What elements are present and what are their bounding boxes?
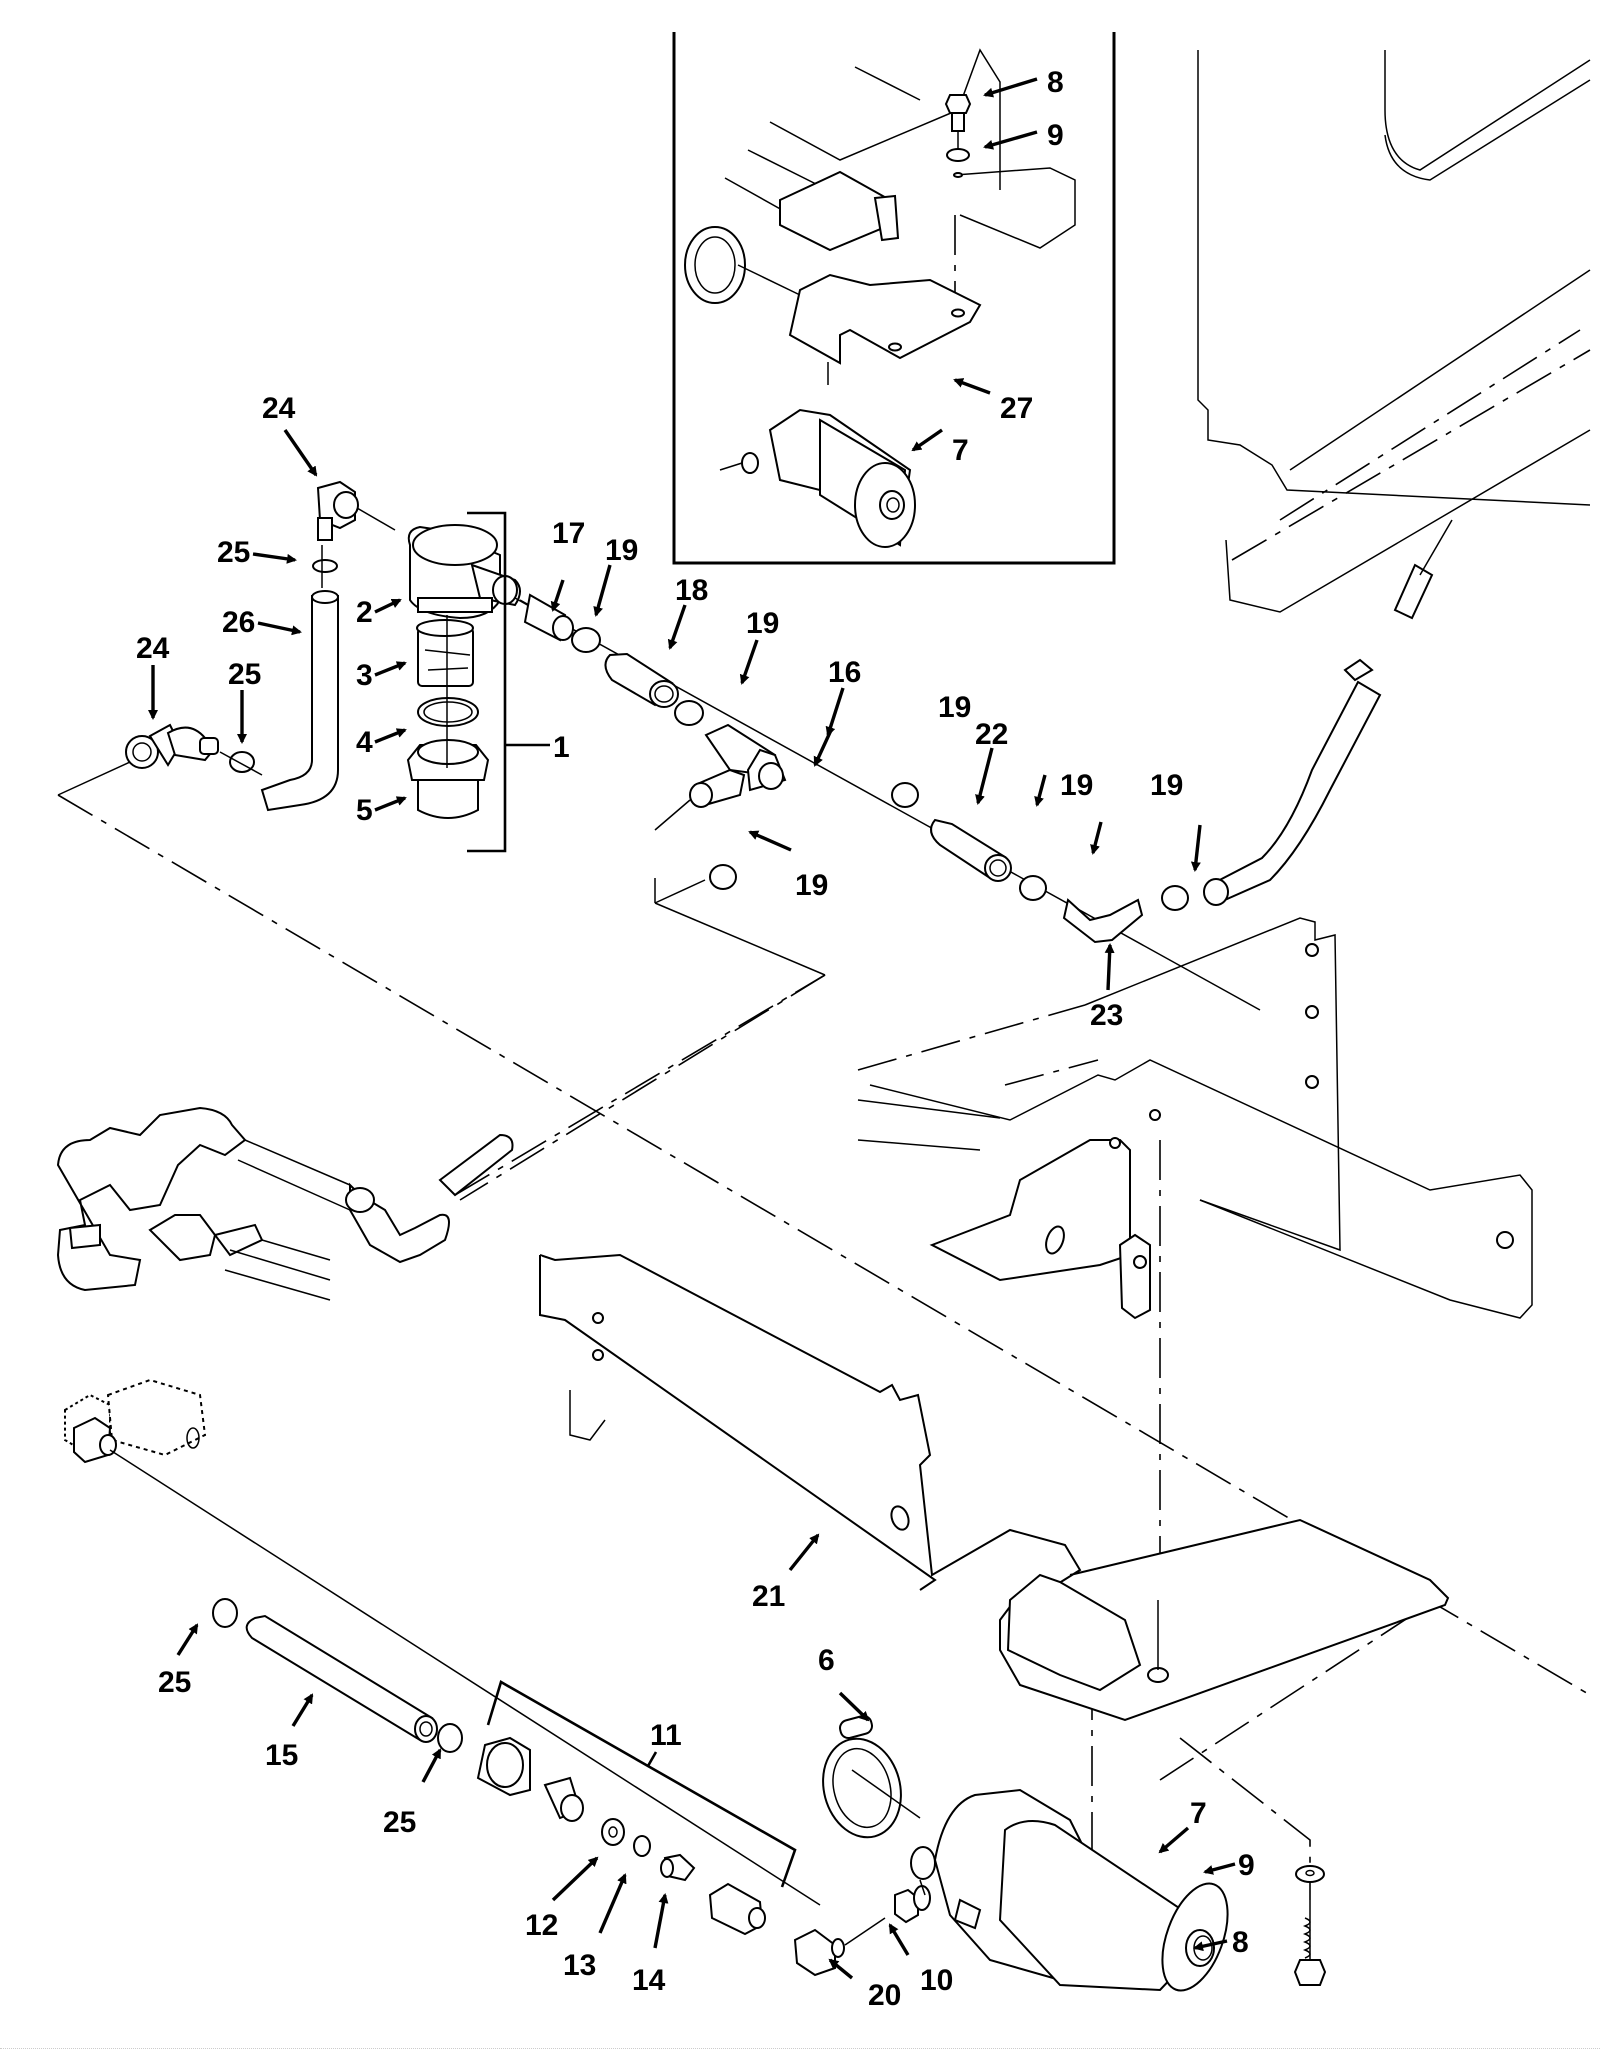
inset-frame <box>672 32 1116 565</box>
elbow-fitting-24 <box>316 480 359 541</box>
callout-labels: 24 25 26 2 3 4 5 1 24 25 17 19 18 19 16 … <box>136 66 1255 2012</box>
callout-19: 19 <box>605 534 638 567</box>
callout-arrows <box>148 77 1236 1980</box>
washer-9 <box>1295 1865 1325 1883</box>
valve-cluster <box>56 974 826 1301</box>
hose-clamp-19 <box>891 782 919 808</box>
callout-14: 14 <box>632 1964 666 1997</box>
hose-clamp-25 <box>212 1598 238 1628</box>
inset-tab <box>873 194 900 242</box>
callout-26: 26 <box>222 606 255 639</box>
bracket-1 <box>467 511 507 853</box>
inset-frame-plate <box>769 48 1001 190</box>
callout-7: 7 <box>952 434 969 467</box>
inset-bolt <box>944 94 972 150</box>
hose-26 <box>260 595 339 812</box>
callout-13: 13 <box>563 1949 596 1982</box>
hose-clamp-19 <box>674 700 704 726</box>
hose-15 <box>245 1614 438 1743</box>
callout-15: 15 <box>265 1739 298 1772</box>
hose-clamp-19 <box>1161 885 1189 911</box>
pump-motor-7 <box>910 1788 1229 1992</box>
inset-clamp-icon <box>684 226 746 304</box>
callout-1: 1 <box>553 731 570 764</box>
elbow-fitting-24-left <box>125 723 219 769</box>
hose-clamp-19 <box>571 627 601 653</box>
hose-clamp-25 <box>437 1723 463 1753</box>
bottom-assembly <box>64 1378 1327 1992</box>
callout-10: 10 <box>920 1964 953 1997</box>
callout-4: 4 <box>356 726 373 759</box>
adapter-17 <box>523 593 574 642</box>
hose-clamp-19 <box>709 864 737 890</box>
callout-7: 7 <box>1190 1797 1207 1830</box>
callout-3: 3 <box>356 659 373 692</box>
callout-8: 8 <box>1232 1926 1249 1959</box>
callout-5: 5 <box>356 794 373 827</box>
tee-fitting-16 <box>689 723 787 808</box>
elbow-fitting-20 <box>793 1928 836 1977</box>
valve-assembly-11 <box>476 1736 766 1936</box>
inset-hole <box>953 172 963 178</box>
hose-right <box>1205 680 1382 905</box>
callout-16: 16 <box>828 656 861 689</box>
callout-24: 24 <box>262 392 296 425</box>
callout-9: 9 <box>1238 1849 1255 1882</box>
callout-21: 21 <box>752 1580 785 1613</box>
callout-20: 20 <box>868 1979 901 2012</box>
filter-cap-5 <box>406 739 490 819</box>
bolt-8 <box>1293 1917 1327 1986</box>
callout-19: 19 <box>938 691 971 724</box>
callout-9: 9 <box>1047 119 1064 152</box>
frame-bracket <box>857 917 1533 1320</box>
callout-25: 25 <box>228 658 261 691</box>
callout-25: 25 <box>383 1806 416 1839</box>
inset-pump-bracket <box>788 273 982 365</box>
hose-22 <box>930 818 1012 882</box>
callout-19: 19 <box>1060 769 1093 802</box>
barbed-fitting <box>1393 563 1434 620</box>
elbow-23 <box>1062 898 1144 944</box>
page-bottom-border <box>0 2048 1600 2049</box>
filter-housing-2 <box>407 524 521 620</box>
inset-mount-tab <box>779 170 891 252</box>
callout-25: 25 <box>158 1666 191 1699</box>
inset-bracket-arm <box>954 167 1076 249</box>
inset-washer <box>946 148 970 162</box>
filter-screen-3 <box>416 619 474 687</box>
callout-2: 2 <box>356 596 373 629</box>
callout-25: 25 <box>217 536 250 569</box>
hose-clamp-6 <box>822 1714 921 1839</box>
hose-chain <box>519 519 1453 1011</box>
hose-clamp-25 <box>312 559 338 573</box>
cabinet-frame <box>1197 50 1591 613</box>
solenoid-block <box>64 1378 207 1464</box>
callout-24: 24 <box>136 632 170 665</box>
inset-pump-motor <box>719 408 916 548</box>
callout-27: 27 <box>1000 392 1033 425</box>
callout-19: 19 <box>746 607 779 640</box>
inset-rail <box>854 66 921 101</box>
hose-clamp-19 <box>1019 875 1047 901</box>
filter-assembly <box>125 480 550 853</box>
inset-rail <box>747 149 821 187</box>
o-ring-4 <box>417 697 479 727</box>
callout-8: 8 <box>1047 66 1064 99</box>
callout-12: 12 <box>525 1909 558 1942</box>
callout-22: 22 <box>975 718 1008 751</box>
callout-18: 18 <box>675 574 708 607</box>
inset-detail <box>672 32 1116 565</box>
hose-18 <box>604 652 679 708</box>
callout-17: 17 <box>552 517 585 550</box>
callout-23: 23 <box>1090 999 1123 1032</box>
fitting-nut-10 <box>894 1888 919 1924</box>
mounting-bracket-21 <box>539 1253 1450 1722</box>
callout-6: 6 <box>818 1644 835 1677</box>
callout-19: 19 <box>1150 769 1183 802</box>
callout-19: 19 <box>795 869 828 902</box>
callout-11: 11 <box>650 1719 682 1752</box>
